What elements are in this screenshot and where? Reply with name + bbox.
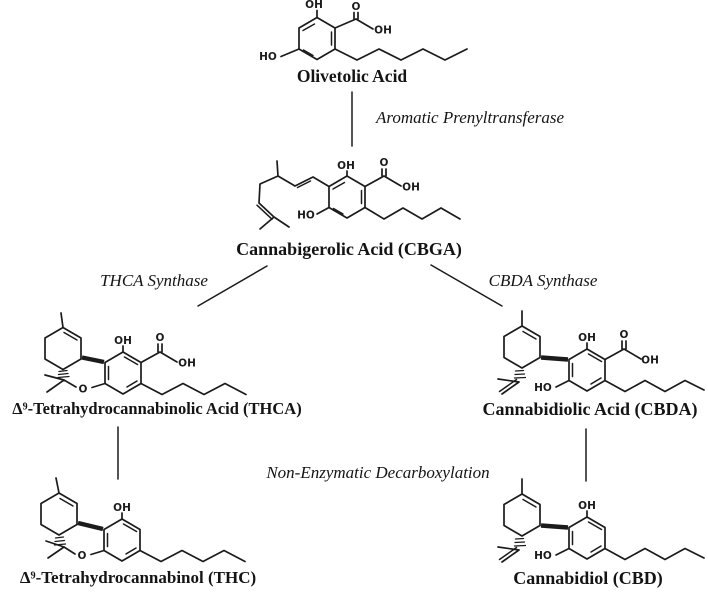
hydroxyl-bonds	[316, 170, 348, 215]
benzene-ring	[328, 175, 366, 219]
pyran-bonds	[44, 374, 106, 393]
cyclohexene-ring	[40, 492, 78, 536]
isopropenyl-bonds	[497, 546, 520, 563]
thc-structure: OH O	[40, 477, 246, 563]
isopropenyl-double-bond	[498, 378, 518, 393]
pentyl-chain	[364, 206, 461, 220]
pentyl-chain	[334, 48, 468, 61]
thca-synthase-label: THCA Synthase	[100, 271, 208, 290]
stereo-wedge-bond	[81, 355, 105, 365]
olivetolic-hydroxyl-left-label: HO	[259, 51, 277, 63]
cbga-hydroxyl-top-label: OH	[337, 160, 355, 172]
aromatic-double-bonds	[107, 356, 139, 388]
cbga-label: Cannabigerolic Acid (CBGA)	[236, 239, 462, 259]
pyran-bonds	[45, 540, 105, 559]
cbd-structure: OH HO	[497, 478, 705, 563]
hydroxyl-bonds	[555, 510, 588, 556]
pentyl-chain	[604, 547, 705, 561]
olivetolic-acid-structure: OH O OH HO	[259, 0, 468, 63]
cbga-structure: OH O OH HO	[256, 157, 461, 230]
stereo-hash-bond	[513, 537, 527, 547]
cbga-carboxyl-o-label: O	[380, 157, 389, 169]
arrow-cbga-to-cbda	[430, 264, 503, 307]
cbd-hydroxyl-left-label: HO	[534, 550, 552, 562]
cbga-hydroxyl-left-label: HO	[297, 210, 315, 222]
aromatic-double-bonds	[571, 353, 603, 385]
pentyl-chain	[140, 382, 247, 396]
olivetolic-carboxyl-o-label: O	[352, 1, 361, 13]
carboxyl-group-bonds	[334, 11, 374, 30]
aromatic-ring	[104, 351, 142, 395]
olivetolic-carboxyl-oh-label: OH	[374, 25, 392, 37]
stereo-wedge-bond	[540, 355, 569, 362]
geranyl-double-bonds	[256, 180, 312, 220]
cbda-carboxyl-oh-label: OH	[641, 355, 659, 367]
aromatic-double-bonds	[332, 181, 363, 215]
carboxyl-group-bonds	[140, 343, 178, 364]
thc-label: Δ⁹-Tetrahydrocannabinol (THC)	[19, 568, 257, 587]
stereo-wedge-bond	[77, 520, 104, 532]
olivetolic-hydroxyl-top-label: OH	[305, 0, 323, 11]
geranyl-chain	[258, 160, 330, 230]
thca-carboxyl-oh-label: OH	[178, 358, 196, 370]
thca-carboxyl-o-label: O	[156, 332, 165, 344]
arrow-cbga-to-thca	[197, 265, 268, 307]
pentyl-chain	[139, 549, 246, 563]
cbga-carboxyl-oh-label: OH	[402, 182, 420, 194]
cbd-label: Cannabidiol (CBD)	[513, 568, 663, 588]
aromatic-ring	[103, 518, 141, 562]
aromatic-double-bonds	[302, 23, 333, 57]
cyclohexene-double-bond	[522, 330, 537, 340]
thca-label: Δ⁹-Tetrahydrocannabinolic Acid (THCA)	[12, 399, 302, 418]
cbda-hydroxyl-top-label: OH	[578, 332, 596, 344]
carboxyl-group-bonds	[604, 340, 642, 361]
stereo-hash-bond	[53, 536, 67, 546]
thc-pyran-o-label: O	[78, 550, 87, 562]
aromatic-ring	[568, 348, 606, 392]
aromatic-ring	[568, 516, 606, 560]
cyclohexene-ring	[44, 326, 82, 371]
thc-hydroxyl-top-label: OH	[113, 502, 131, 514]
cbda-hydroxyl-left-label: HO	[534, 382, 552, 394]
cyclohexene-double-bond	[59, 497, 74, 507]
stereo-hash-bond	[57, 369, 70, 379]
cbd-hydroxyl-top-label: OH	[578, 500, 596, 512]
methyl-bond	[55, 477, 60, 494]
pentyl-chain	[604, 379, 705, 393]
aromatic-prenyltransferase-label: Aromatic Prenyltransferase	[375, 108, 565, 127]
stereo-hash-bond	[513, 369, 527, 379]
methyl-bond	[60, 312, 64, 329]
hydroxyl-bonds	[555, 342, 588, 388]
cbda-carboxyl-o-label: O	[620, 329, 629, 341]
benzene-ring	[298, 16, 336, 61]
isopropenyl-bonds	[497, 378, 520, 395]
thca-pyran-o-label: O	[79, 384, 88, 396]
arrows	[117, 91, 587, 482]
cyclohexene-ring	[503, 493, 541, 537]
non-enzymatic-decarboxylation-label: Non-Enzymatic Decarboxylation	[266, 463, 490, 482]
aromatic-double-bonds	[571, 521, 603, 553]
stereo-wedge-bond	[540, 523, 569, 530]
cbda-synthase-label: CBDA Synthase	[488, 271, 598, 290]
hydroxyl-bonds	[280, 9, 318, 58]
cbda-structure: OH O OH HO	[497, 310, 705, 395]
cyclohexene-double-bond	[522, 498, 537, 508]
isopropenyl-double-bond	[498, 546, 518, 561]
cyclohexene-double-bond	[63, 331, 78, 341]
thca-structure: OH O OH O	[44, 312, 247, 396]
thca-hydroxyl-top-label: OH	[114, 335, 132, 347]
carboxyl-group-bonds	[364, 168, 402, 188]
cbda-label: Cannabidiolic Acid (CBDA)	[482, 399, 698, 419]
cyclohexene-ring	[503, 325, 541, 369]
aromatic-double-bonds	[106, 523, 138, 555]
olivetolic-acid-label: Olivetolic Acid	[296, 66, 408, 86]
